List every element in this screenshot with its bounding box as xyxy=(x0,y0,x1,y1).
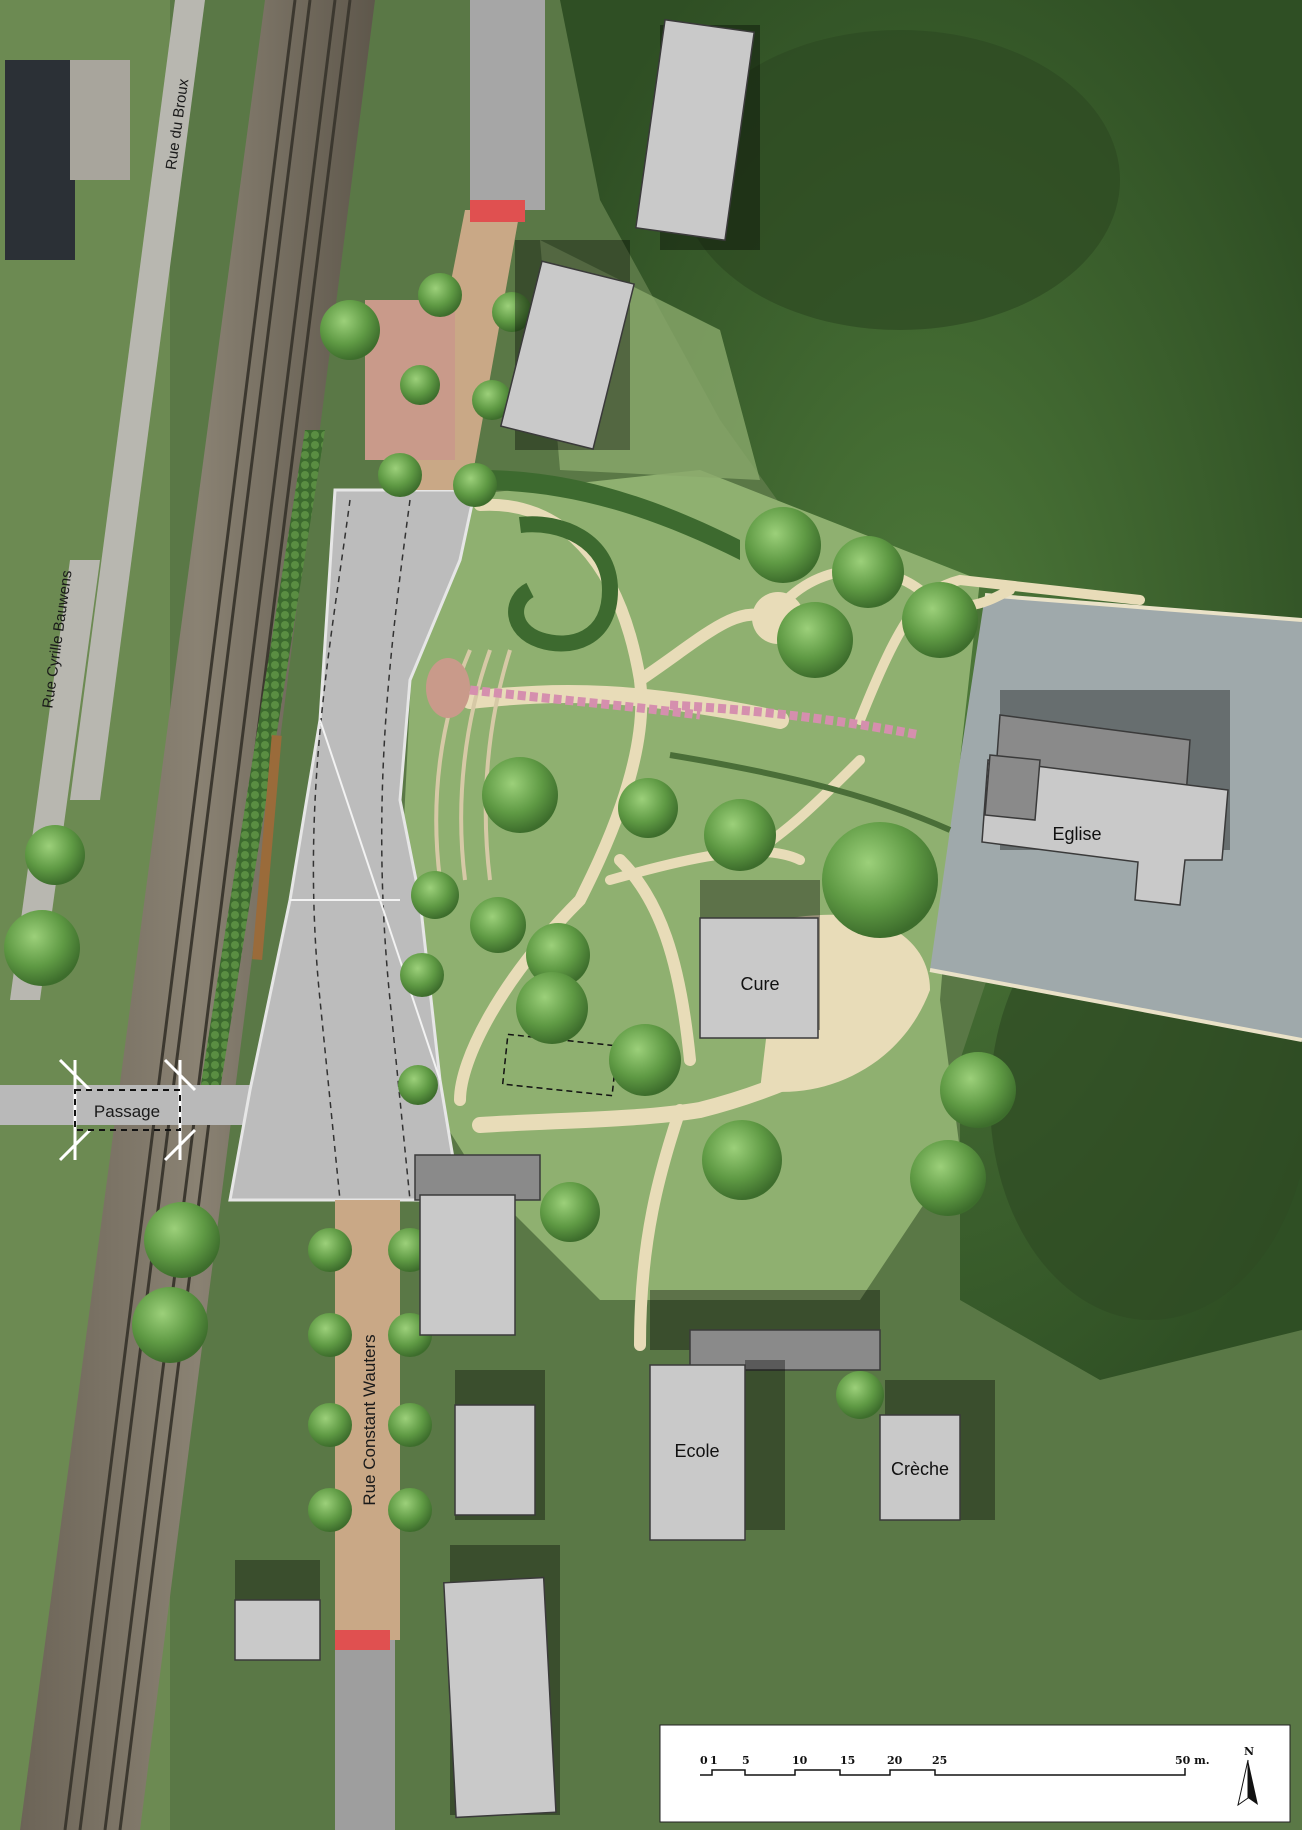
building-creche: Crèche xyxy=(879,1380,995,1521)
building-ecole: Ecole xyxy=(649,1290,881,1541)
building-eglise: Eglise xyxy=(981,690,1230,906)
forest-clump-1 xyxy=(680,30,1120,330)
building-cure: Cure xyxy=(699,880,820,1039)
building-label-creche: Crèche xyxy=(891,1459,949,1479)
hedge-north-park xyxy=(480,470,740,560)
street-rue-cyrille-bauwens xyxy=(10,560,100,1000)
scale-tick-10: 10 xyxy=(792,1754,808,1767)
bench-long xyxy=(252,734,282,961)
scale-tick-1: 1 xyxy=(710,1754,718,1767)
street-label-rue-constant-wauters: Rue Constant Wauters xyxy=(360,1334,379,1505)
building-label-ecole: Ecole xyxy=(674,1441,719,1461)
scale-tick-5: 5 xyxy=(742,1754,750,1767)
building-label-cure: Cure xyxy=(740,974,779,994)
house-west-2 xyxy=(70,60,130,180)
building-south-1 xyxy=(454,1370,545,1520)
trees xyxy=(4,273,1016,1532)
house-west-1 xyxy=(5,60,75,260)
rail-line-1 xyxy=(63,0,297,1830)
crosswalk-south xyxy=(335,1630,390,1650)
square-dashed-line-2 xyxy=(380,499,411,1201)
square-outline xyxy=(290,719,441,1081)
church-plaza-border xyxy=(929,593,1302,1042)
scale-tick-50: 50 m. xyxy=(1175,1754,1210,1767)
rail-line-3 xyxy=(103,0,337,1830)
building-north-2 xyxy=(499,240,636,450)
scale-tick-15: 15 xyxy=(840,1754,855,1767)
rail-line-2 xyxy=(78,0,312,1830)
scale-bar-line xyxy=(700,1768,1186,1776)
railway-corridor xyxy=(20,0,375,1830)
square-dashed-line-1 xyxy=(312,499,351,1201)
park-lawn xyxy=(400,470,980,1300)
building-south-2 xyxy=(442,1545,560,1819)
street-south-end xyxy=(335,1640,395,1830)
hedge-spiral xyxy=(508,516,619,652)
north-label: N xyxy=(1244,1745,1254,1758)
scale-bar-panel xyxy=(659,1724,1291,1823)
scale-tick-25: 25 xyxy=(932,1754,947,1767)
passage-road xyxy=(0,1085,250,1125)
road-north-end xyxy=(470,0,545,210)
crosswalk-north xyxy=(470,200,525,222)
street-label-group: Rue Constant Wauters xyxy=(360,1334,379,1505)
flower-bed-3 xyxy=(669,752,952,833)
north-arrow-icon: N xyxy=(1237,1745,1258,1807)
hedge-railway xyxy=(200,430,325,1090)
building-label-eglise: Eglise xyxy=(1052,824,1101,844)
scale-tick-20: 20 xyxy=(887,1754,903,1767)
passage-label: Passage xyxy=(94,1102,160,1121)
scale-bar: 0 1 5 10 15 20 25 50 m. N xyxy=(659,1724,1291,1823)
street-rue-du-broux xyxy=(70,0,205,800)
building-north-1 xyxy=(634,18,760,250)
amphitheatre-stage xyxy=(426,658,470,718)
scale-tick-0: 0 xyxy=(700,1754,708,1767)
passage-dashed-box xyxy=(74,1089,181,1131)
building-square-south xyxy=(414,1154,541,1336)
flower-bed-2 xyxy=(669,700,921,740)
building-south-west xyxy=(234,1560,321,1661)
